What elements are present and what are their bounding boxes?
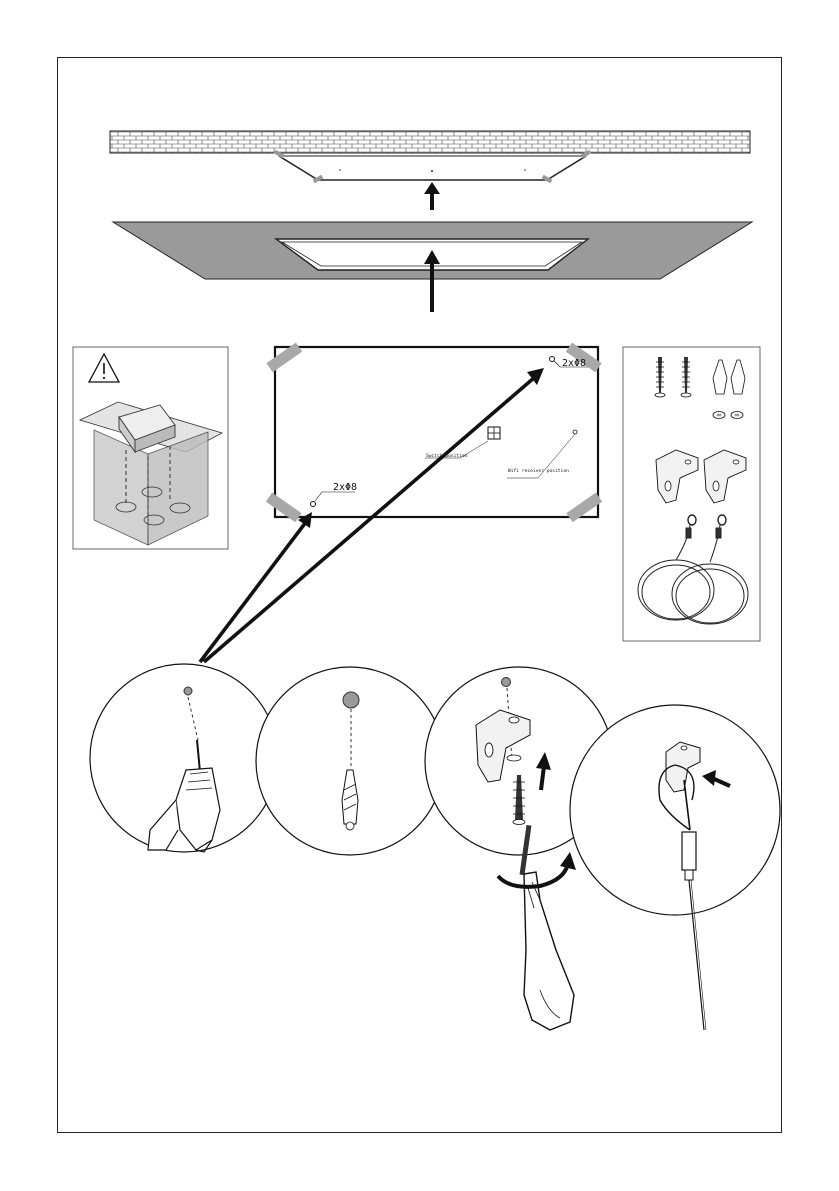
- mounted-panel-outline: [274, 150, 592, 183]
- receiver-label: Wifi receiver position: [508, 468, 569, 474]
- warning-panel: [73, 347, 228, 549]
- screwdriver-icon: [520, 825, 574, 1030]
- step-drill: [90, 664, 278, 852]
- ceiling-wall: [110, 131, 750, 153]
- step-cable: [570, 705, 780, 1030]
- hole-label-left: 2xΦ8: [333, 482, 357, 493]
- hole-label-top: 2xΦ8: [562, 358, 586, 369]
- switch-box-icon: [488, 427, 500, 439]
- hole-marker: [311, 502, 316, 507]
- hole-marker: [550, 357, 555, 362]
- receiver-marker: [573, 430, 577, 434]
- arrow-up-icon: [424, 182, 440, 210]
- step-plug: [256, 667, 444, 855]
- washer-icon: [507, 755, 521, 761]
- parts-panel: [623, 347, 760, 641]
- drilling-template: 2xΦ8 2xΦ8 Switch position Wifi receiver …: [266, 343, 602, 523]
